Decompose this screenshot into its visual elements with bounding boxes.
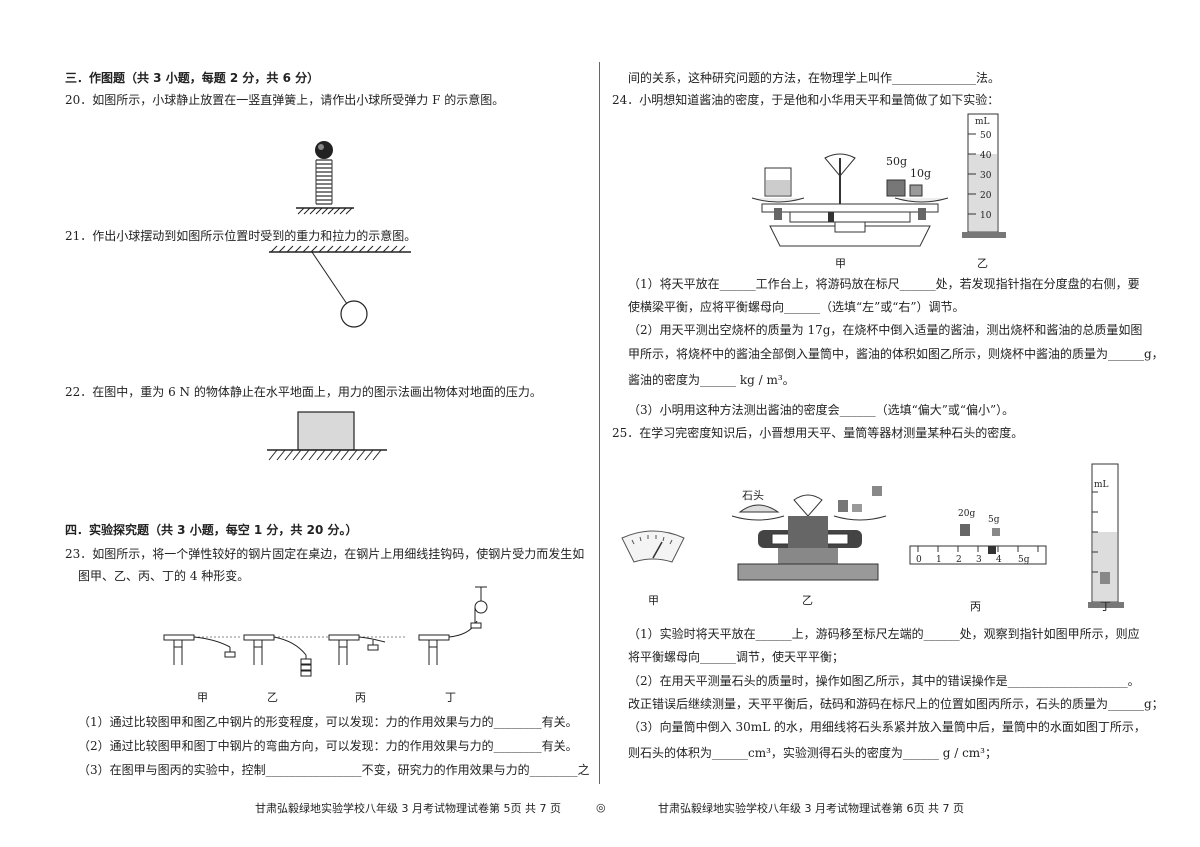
q25-scale-2: 2 [956,555,962,565]
q25-part2b: 改正错误后继续测量，天平平衡后，砝码和游码在标尺上的位置如图丙所示，石头的质量为… [628,697,1164,711]
q25-part1a: （1）实验时将天平放在______上，游码移至标尺左端的______处，观察到指… [628,627,1140,641]
column-divider [599,62,600,784]
q24-tick-20: 20 [980,191,992,201]
q25-part2a: （2）在用天平测量石头的质量时，操作如图乙所示，其中的错误操作是________… [628,674,1140,688]
graduated-cylinder-q24 [962,113,1006,238]
pointer-dial-figure [621,530,685,563]
q23-caption-jia: 甲 [197,691,208,704]
q25-caption-jia: 甲 [648,594,659,607]
q24-part2b: 甲所示，将烧杯中的酱油全部倒入量筒中，酱油的体积如图乙所示，则烧杯中酱油的质量为… [628,347,1164,361]
q22-text: 22．在图中，重为 6 N 的物体静止在水平地面上，用力的图示法画出物体对地面的… [65,385,542,399]
q24-part1a: （1）将天平放在______工作台上，将游码放在标尺______处，若发现指针指… [628,277,1140,291]
q24-part3: （3）小明用这种方法测出酱油的密度会______（选填“偏大”或“偏小”）。 [628,403,1015,417]
pendulum-figure [269,245,411,328]
q24-weight-50g: 50g [886,155,908,168]
q25-scale-5g: 5g [1018,555,1030,565]
q25-part3b: 则石头的体积为______cm³，实验测得石头的密度为______ g / cm… [628,746,997,760]
right-footer: 甘肃弘毅绿地实验学校八年级 3 月考试物理试卷第 6页 共 7 页 [658,802,964,815]
q23-caption-yi: 乙 [267,691,278,704]
q21-text: 21．作出小球摆动到如图所示位置时受到的重力和拉力的示意图。 [65,229,417,243]
q24-text: 24．小明想知道酱油的密度，于是他和小华用天平和量筒做了如下实验： [612,93,1000,107]
q23-caption-ding: 丁 [445,691,456,704]
q25-weight-20g: 20g [958,509,976,519]
balance-figure-q24 [751,153,949,247]
q25-scale-3: 3 [976,555,982,565]
q25-caption-ding: 丁 [1100,600,1111,613]
q25-scale-0: 0 [916,555,922,565]
q23-line2: 图甲、乙、丙、丁的 4 种形变。 [78,569,250,583]
q23-line1: 23．如图所示，将一个弹性较好的钢片固定在桌边，在钢片上用细线挂钩码，使钢片受力… [65,547,585,561]
q24-caption-yi: 乙 [977,257,988,270]
q24-tick-50: 50 [980,131,992,141]
q24-tick-10: 10 [980,211,992,221]
q24-tick-30: 30 [980,171,992,181]
spring-ball-figure [296,141,354,215]
q24-weight-10g: 10g [910,167,932,180]
q23-continuation: 间的关系，这种研究问题的方法，在物理学上叫作______________法。 [628,71,1001,85]
graduated-cylinder-q25 [1088,463,1124,608]
q25-weight-5g: 5g [988,515,1000,525]
q23-part3: （3）在图甲与图丙的实验中，控制________________不变，研究力的作… [78,763,590,777]
q23-part1: （1）通过比较图甲和图乙中钢片的形变程度，可以发现：力的作用效果与力的_____… [78,715,578,729]
q25-scale-4: 4 [996,555,1002,565]
q24-part2c: 酱油的密度为______ kg / m³。 [628,373,795,387]
section4-heading: 四．实验探究题（共 3 小题，每空 1 分，共 20 分。） [65,523,358,537]
q25-part1b: 将平衡螺母向______调节，使天平平衡； [628,650,845,664]
rider-scale-figure [909,524,1047,565]
balance-figure-q25 [731,486,887,581]
q24-cylinder-unit: mL [975,117,990,127]
q25-scale-1: 1 [936,555,942,565]
q23-caption-bing: 丙 [355,691,366,704]
q24-part2a: （2）用天平测出空烧杯的质量为 17g，在烧杯中倒入适量的酱油，测出烧杯和酱油的… [628,323,1143,337]
q24-part1b: 使横梁平衡，应将平衡螺母向______（选填“左”或“右”）调节。 [628,300,965,314]
section3-heading: 三．作图题（共 3 小题，每题 2 分，共 6 分） [65,71,320,85]
q25-text: 25．在学习完密度知识后，小晋想用天平、量筒等器材测量某种石头的密度。 [612,426,1024,440]
q23-part2: （2）通过比较图甲和图丁中钢片的弯曲方向，可以发现：力的作用效果与力的_____… [78,739,578,753]
center-mark: ◎ [596,801,606,814]
left-footer: 甘肃弘毅绿地实验学校八年级 3 月考试物理试卷第 5页 共 7 页 [255,802,561,815]
q25-caption-bing: 丙 [970,600,981,613]
q24-caption-jia: 甲 [835,257,846,270]
q24-tick-40: 40 [980,151,992,161]
q25-caption-yi: 乙 [802,594,813,607]
q25-part3a: （3）向量筒中倒入 30mL 的水，用细线将石头系紧并放入量筒中后，量筒中的水面… [628,720,1146,734]
steel-strip-figures [163,586,488,677]
q25-stone-label: 石头 [742,489,764,502]
q20-text: 20．如图所示，小球静止放置在一竖直弹簧上，请作出小球所受弹力 F 的示意图。 [65,93,505,107]
q25-cylinder-unit: mL [1094,480,1109,490]
block-on-ground-figure [267,411,387,461]
